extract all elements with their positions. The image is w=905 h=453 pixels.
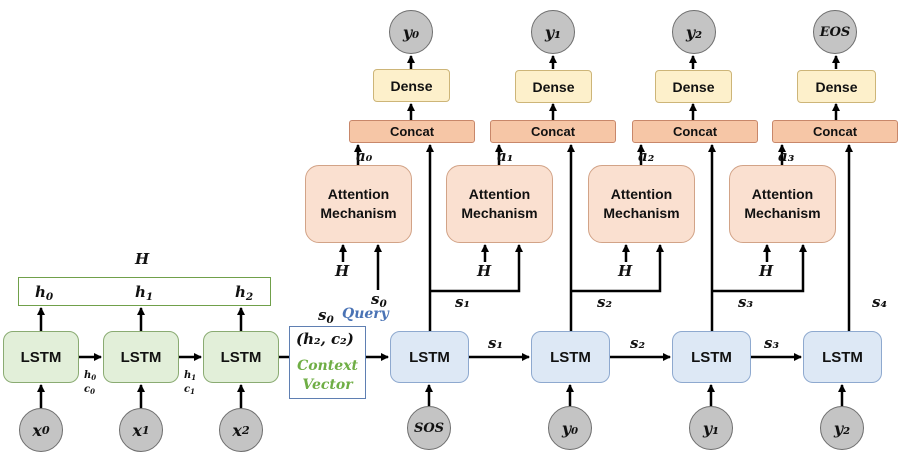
arrow-query-attn-1 (430, 244, 523, 293)
s0-query-label: s0 (371, 290, 387, 311)
dense-0: Dense (373, 69, 450, 102)
hidden-state-h0: h0 (35, 283, 54, 304)
concat-3: Concat (772, 120, 898, 143)
concat-0: Concat (349, 120, 475, 143)
context-vector-box (289, 326, 366, 399)
decoder-lstm-0: LSTM (390, 331, 469, 383)
encoder-H-label: H (135, 250, 150, 268)
attention-H-0: H (335, 262, 350, 280)
concat-2: Concat (632, 120, 758, 143)
dense-3: Dense (797, 70, 876, 103)
last-state-s4: s₄ (872, 293, 888, 311)
decoder-lstm-2: LSTM (672, 331, 751, 383)
encoder-hidden-states-box (18, 277, 271, 306)
dense-2: Dense (655, 70, 732, 103)
dense-1: Dense (515, 70, 592, 103)
input-node-y0: y₀ (548, 406, 592, 450)
concat-1: Concat (490, 120, 616, 143)
attention-output-a2: a₂ (638, 147, 655, 165)
hidden-state-h1: h1 (135, 283, 154, 304)
query-label: Query (342, 306, 389, 322)
flow-state-s2: s₂ (630, 334, 646, 352)
output-node-1: y₁ (531, 10, 575, 54)
attention-H-3: H (759, 262, 774, 280)
query-s3: s₃ (738, 293, 754, 311)
decoder-lstm-1: LSTM (531, 331, 610, 383)
attention-H-1: H (477, 262, 492, 280)
s0-state-label: s0 (318, 306, 334, 327)
state-h1-label: h1 (184, 370, 197, 383)
input-node-y2: y₂ (820, 406, 864, 450)
attention-H-2: H (618, 262, 633, 280)
context-vector-value: (h₂, c₂) (296, 330, 354, 348)
input-node-y1: y₁ (689, 406, 733, 450)
state-c1-label: c1 (184, 384, 195, 397)
attention-output-a0: a₀ (356, 147, 373, 165)
attention-output-a1: a₁ (497, 147, 514, 165)
output-node-2: y₂ (672, 10, 716, 54)
decoder-lstm-3: LSTM (803, 331, 882, 383)
output-node-eos: EOS (813, 10, 857, 54)
query-s2: s₂ (597, 293, 613, 311)
flow-state-s3: s₃ (764, 334, 780, 352)
state-c0-label: c0 (84, 384, 95, 397)
flow-state-s1: s₁ (488, 334, 504, 352)
arrow-query-attn-3 (712, 244, 807, 293)
encoder-lstm-2: LSTM (203, 331, 279, 383)
attention-output-a3: a₃ (778, 147, 795, 165)
query-s1: s₁ (455, 293, 471, 311)
encoder-lstm-0: LSTM (3, 331, 79, 383)
output-node-0: y₀ (389, 10, 433, 54)
state-h0-label: h0 (84, 370, 97, 383)
input-node-sos: SOS (407, 406, 451, 450)
encoder-lstm-1: LSTM (103, 331, 179, 383)
hidden-state-h2: h2 (235, 283, 254, 304)
arrow-query-attn-2 (571, 244, 664, 293)
